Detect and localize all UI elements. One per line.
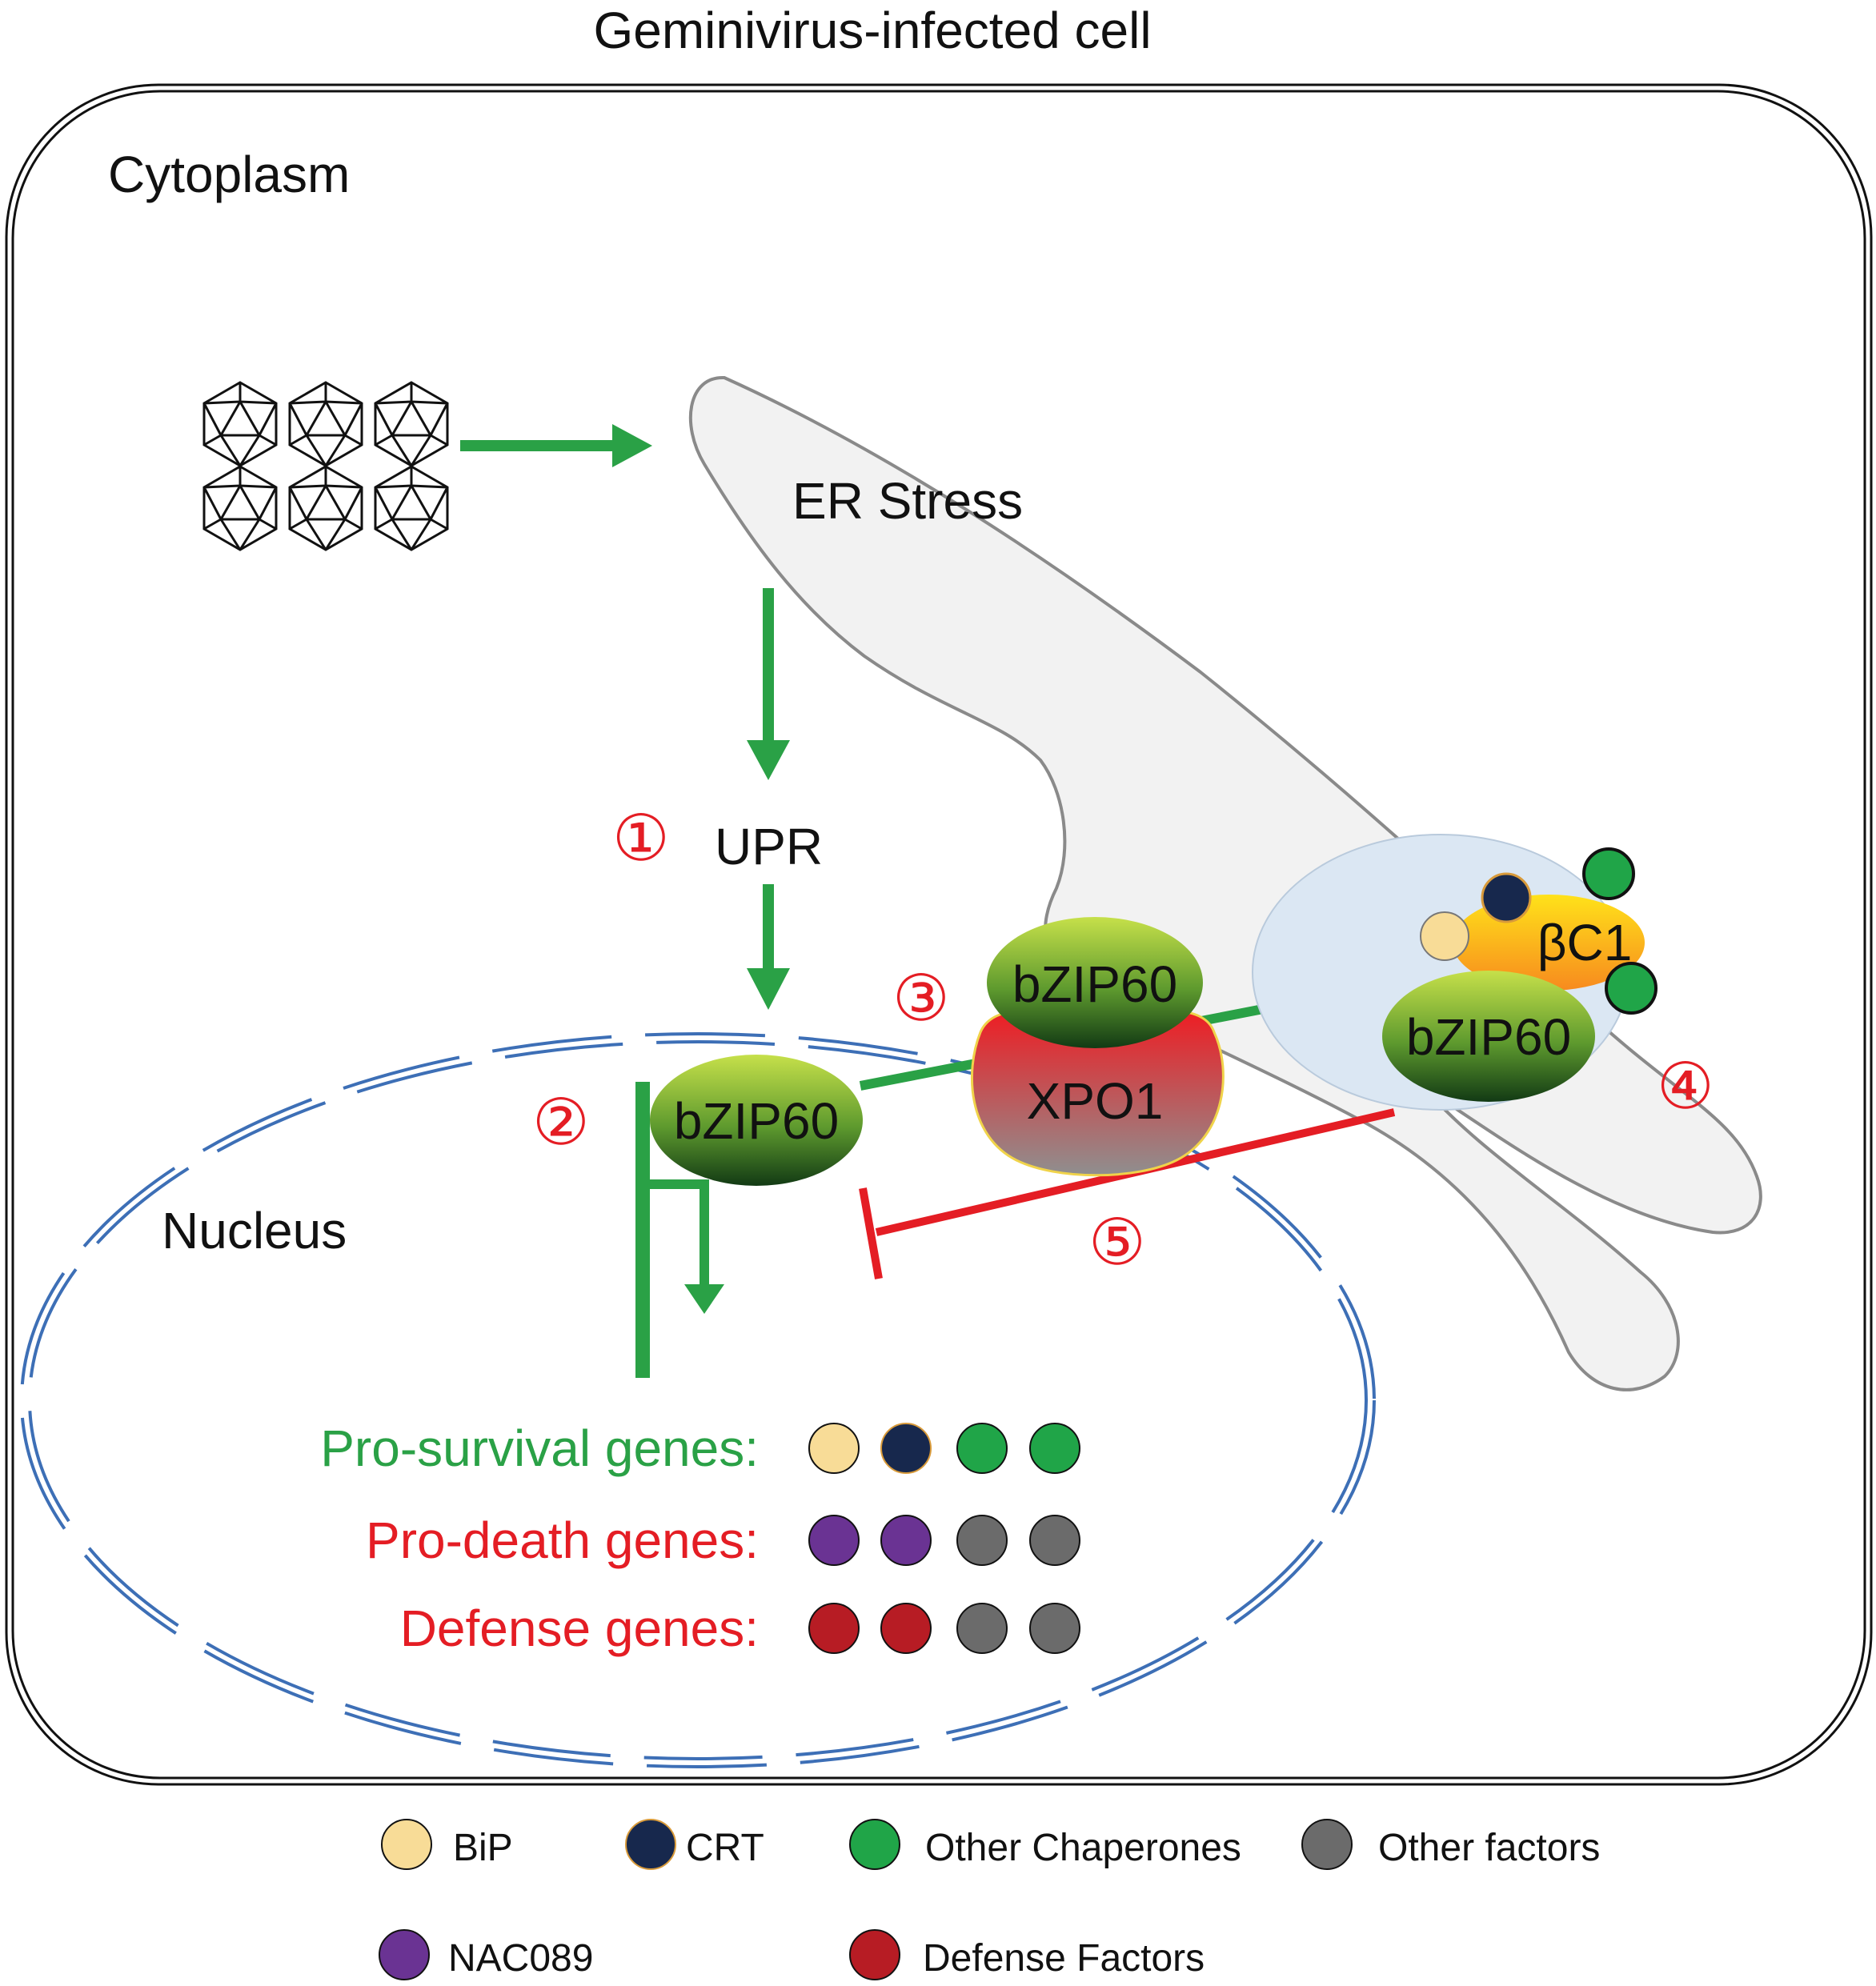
other-gene-dot	[956, 1515, 1008, 1566]
bip-gene-dot	[808, 1423, 860, 1474]
gene-group-label: Pro-survival genes:	[320, 1419, 759, 1477]
bzip60-nucleus-protein	[650, 1055, 863, 1186]
chaperone-dot	[1605, 962, 1658, 1015]
other-gene-dot	[1029, 1515, 1080, 1566]
er-to-upr-arrow	[747, 588, 790, 780]
legend-crt-swatch	[625, 1819, 676, 1870]
legend-defense-swatch	[849, 1929, 900, 1980]
upr-to-bzip60-arrow	[747, 884, 790, 1010]
legend-defense-label: Defense Factors	[923, 1937, 1205, 1980]
chaperone-dot	[1582, 847, 1635, 900]
gene-activation-arrow	[635, 1082, 724, 1378]
legend-nac089-label: NAC089	[448, 1937, 593, 1980]
cytoplasm-label: Cytoplasm	[108, 146, 350, 203]
step-5-label: ⑤	[1088, 1207, 1146, 1278]
bzip60-er-label: bZIP60	[1406, 1008, 1571, 1066]
defense-gene-dot	[808, 1603, 860, 1654]
cell-membrane	[5, 83, 1873, 1786]
step-2-label: ②	[532, 1087, 590, 1158]
legend-crt-label: CRT	[686, 1827, 764, 1869]
chaperone-gene-dot	[1029, 1423, 1080, 1474]
bzip60-to-xpo1-line	[859, 1055, 994, 1091]
crt-gene-dot	[880, 1423, 932, 1474]
legend: BiP CRT Other Chaperones Other factorsNAC08…	[379, 1819, 1600, 1980]
upr-label: UPR	[715, 818, 823, 875]
legend-other-swatch	[1301, 1819, 1353, 1870]
step-3-label: ③	[892, 963, 950, 1034]
bzip60-er-protein	[1382, 971, 1595, 1102]
legend-bip-label: BiP	[453, 1827, 513, 1869]
bip-dot	[1420, 911, 1469, 961]
other-gene-dot	[956, 1603, 1008, 1654]
other-gene-dot	[1029, 1603, 1080, 1654]
nucleus-label: Nucleus	[162, 1202, 347, 1259]
legend-chaperone-swatch	[849, 1819, 900, 1870]
nac089-gene-dot	[880, 1515, 932, 1566]
legend-nac089-swatch	[379, 1929, 430, 1980]
defense-gene-dot	[880, 1603, 932, 1654]
nuclear-envelope	[20, 1032, 1376, 1768]
virus-to-er-arrow	[460, 424, 652, 467]
er-stress-label: ER Stress	[792, 472, 1023, 530]
bzip60-export-protein	[987, 917, 1203, 1048]
step-1-label: ①	[612, 803, 670, 874]
bzip60-nucleus-label: bZIP60	[674, 1092, 839, 1150]
gene-group-label: Pro-death genes:	[366, 1512, 759, 1569]
nac089-gene-dot	[808, 1515, 860, 1566]
legend-other-label: Other factors	[1378, 1827, 1600, 1869]
gene-group-label: Defense genes:	[400, 1600, 759, 1657]
legend-bip-swatch	[381, 1819, 432, 1870]
gene-groups: Pro-survival genes: Pro-death genes: Defen…	[320, 1419, 1080, 1657]
geminivirus-particles-icon	[202, 381, 449, 551]
figure-title: Geminivirus-infected cell	[593, 2, 1151, 59]
xpo1-label: XPO1	[1027, 1072, 1164, 1130]
step-4-label: ④	[1657, 1051, 1714, 1122]
bzip60-export-label: bZIP60	[1012, 955, 1177, 1013]
crt-dot	[1481, 872, 1532, 923]
legend-chaperone-label: Other Chaperones	[925, 1827, 1241, 1869]
chaperone-gene-dot	[956, 1423, 1008, 1474]
bc1-label: βC1	[1537, 914, 1633, 971]
